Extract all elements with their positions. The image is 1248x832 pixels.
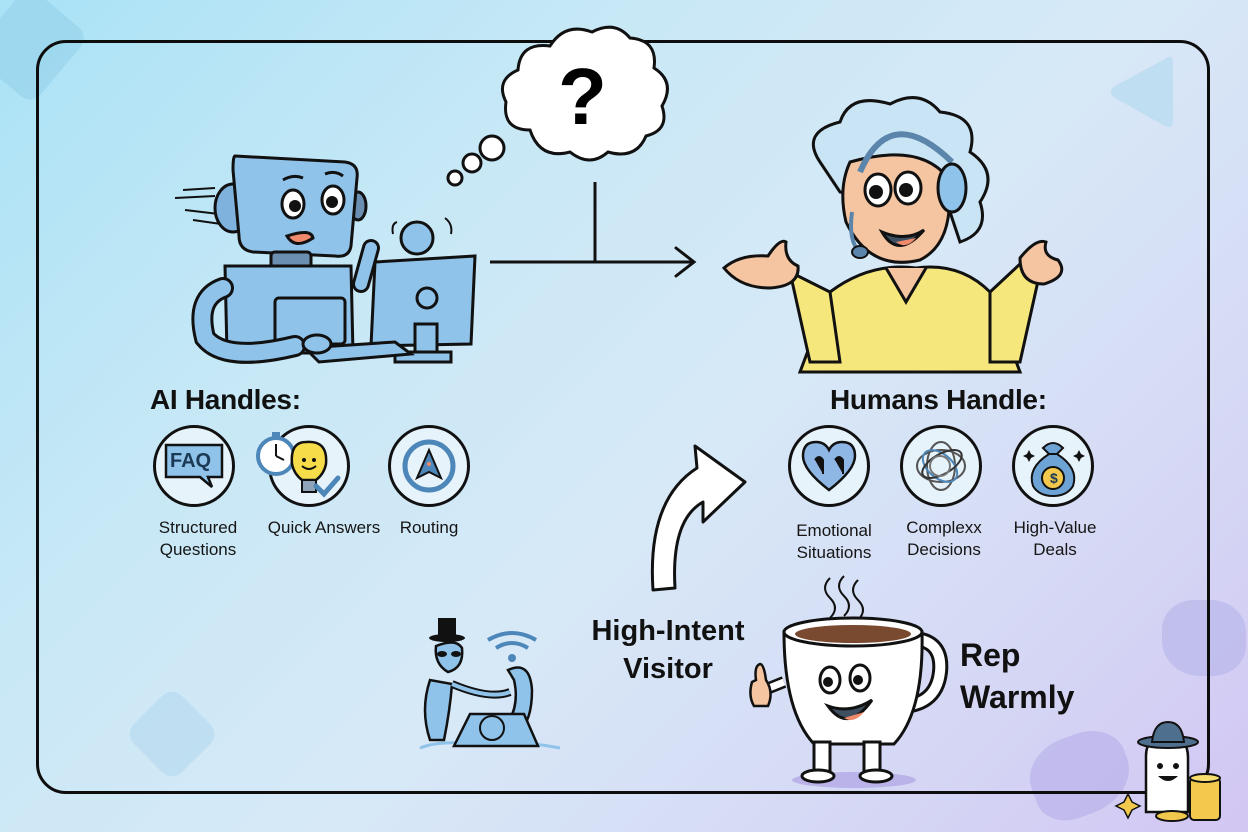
ai-item-quick-answers-icon-circle — [256, 425, 350, 507]
ai-item-routing-icon-circle — [388, 425, 470, 507]
thought-bubble — [446, 25, 669, 187]
ai-item-label-quick-answers: Quick Answers — [267, 518, 381, 537]
stopwatch-lightbulb-icon — [256, 432, 341, 498]
money-bag-icon — [1023, 442, 1085, 498]
ai-item-label-structured-questions: Structured Questions — [158, 518, 238, 559]
human-item-high-value-icon-circle: $ — [1012, 425, 1094, 507]
faq-bubble-icon — [164, 443, 224, 488]
ai-item-label-routing: Routing — [399, 518, 459, 537]
flow-arrow-ai-to-human — [490, 182, 697, 278]
ghost-mascot-with-coins-icon — [1114, 720, 1221, 822]
humans-handle-heading: Humans Handle: — [830, 384, 1047, 415]
dollar-sign-text: $ — [1050, 470, 1058, 486]
robot-at-computer-illustration — [174, 154, 477, 364]
human-item-label-emotional: Emotional Situations — [796, 521, 872, 562]
faq-icon-text: FAQ — [170, 450, 212, 472]
tangled-yarn-icon — [916, 441, 966, 491]
human-support-agent-illustration — [721, 96, 1064, 374]
alien-with-rotary-phone-illustration — [419, 618, 561, 750]
navigation-compass-icon — [402, 439, 456, 493]
ai-handles-heading: AI Handles: — [150, 384, 301, 415]
bg-decoration-triangle — [1111, 56, 1173, 128]
curved-up-arrow — [650, 444, 747, 592]
ai-item-structured-questions-icon-circle: FAQ — [153, 425, 235, 507]
crying-heart-icon — [801, 440, 857, 492]
bg-decoration-blob-right — [1162, 600, 1246, 676]
human-item-complex-icon-circle — [900, 425, 982, 507]
human-item-label-high-value: High-Value Deals — [1013, 518, 1097, 559]
human-item-label-complex: Complexx Decisions — [906, 518, 982, 559]
coffee-cup-mascot-illustration — [749, 575, 949, 788]
question-mark: ? — [558, 52, 607, 141]
rep-warmly-label: Rep Warmly — [960, 637, 1075, 715]
high-intent-visitor-label: High-Intent Visitor — [591, 615, 745, 685]
human-item-emotional-icon-circle — [788, 425, 870, 507]
